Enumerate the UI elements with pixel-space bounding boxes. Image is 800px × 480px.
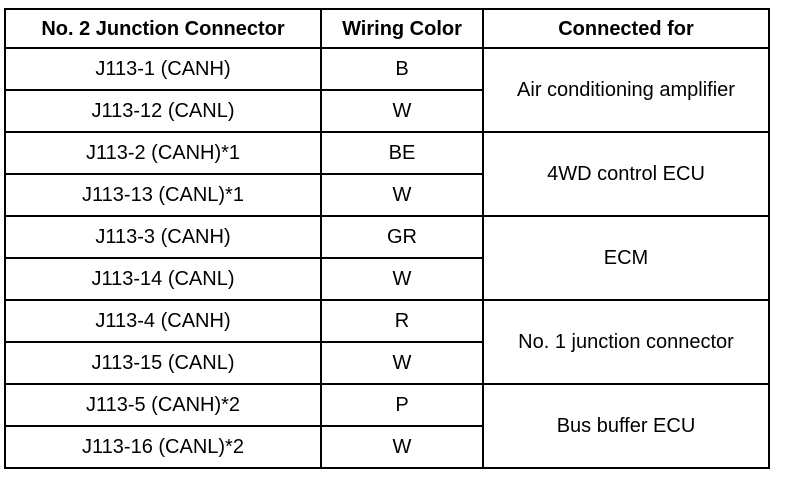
connected-for-cell: 4WD control ECU — [482, 131, 770, 217]
wiring-color-cell: W — [320, 341, 484, 385]
table-row: J113-2 (CANH)*1 BE 4WD control ECU — [4, 131, 770, 217]
wiring-color-cell: R — [320, 299, 484, 343]
connector-cell: J113-2 (CANH)*1 — [4, 131, 322, 175]
connector-cell: J113-1 (CANH) — [4, 47, 322, 91]
connector-cell: J113-4 (CANH) — [4, 299, 322, 343]
table-row: J113-14 (CANL) W — [4, 257, 769, 301]
connector-cell: J113-12 (CANL) — [4, 89, 322, 133]
connected-for-cell: Air conditioning amplifier — [482, 47, 770, 133]
connector-cell: J113-16 (CANL)*2 — [4, 425, 322, 469]
wiring-color-cell: BE — [320, 131, 484, 175]
connector-cell: J113-14 (CANL) — [4, 257, 322, 301]
table-row: J113-12 (CANL) W — [4, 89, 769, 133]
table-row: J113-5 (CANH)*2 P Bus buffer ECU — [4, 383, 770, 469]
connected-for-cell: No. 1 junction connector — [482, 299, 770, 385]
header-row: No. 2 Junction Connector Wiring Color Co… — [4, 8, 770, 49]
wiring-color-cell: P — [320, 383, 484, 427]
table-row: J113-15 (CANL) W — [4, 341, 769, 385]
header-connected-for: Connected for — [482, 8, 770, 49]
connector-cell: J113-5 (CANH)*2 — [4, 383, 322, 427]
header-junction-connector: No. 2 Junction Connector — [4, 8, 322, 49]
header-wiring-color: Wiring Color — [320, 8, 484, 49]
wiring-color-cell: B — [320, 47, 484, 91]
table-row: J113-3 (CANH) GR ECM — [4, 215, 770, 301]
connector-cell: J113-13 (CANL)*1 — [4, 173, 322, 217]
table-row: J113-13 (CANL)*1 W — [4, 173, 769, 217]
table-row: J113-4 (CANH) R No. 1 junction connector — [4, 299, 770, 385]
wiring-color-cell: W — [320, 173, 484, 217]
connected-for-cell: ECM — [482, 215, 770, 301]
connected-for-cell: Bus buffer ECU — [482, 383, 770, 469]
wiring-color-cell: GR — [320, 215, 484, 259]
wiring-color-cell: W — [320, 89, 484, 133]
wiring-color-cell: W — [320, 425, 484, 469]
table-row: J113-16 (CANL)*2 W — [4, 425, 769, 469]
table-row: J113-1 (CANH) B Air conditioning amplifi… — [4, 47, 770, 133]
connector-cell: J113-15 (CANL) — [4, 341, 322, 385]
wiring-color-cell: W — [320, 257, 484, 301]
junction-connector-table: No. 2 Junction Connector Wiring Color Co… — [4, 8, 770, 469]
connector-cell: J113-3 (CANH) — [4, 215, 322, 259]
